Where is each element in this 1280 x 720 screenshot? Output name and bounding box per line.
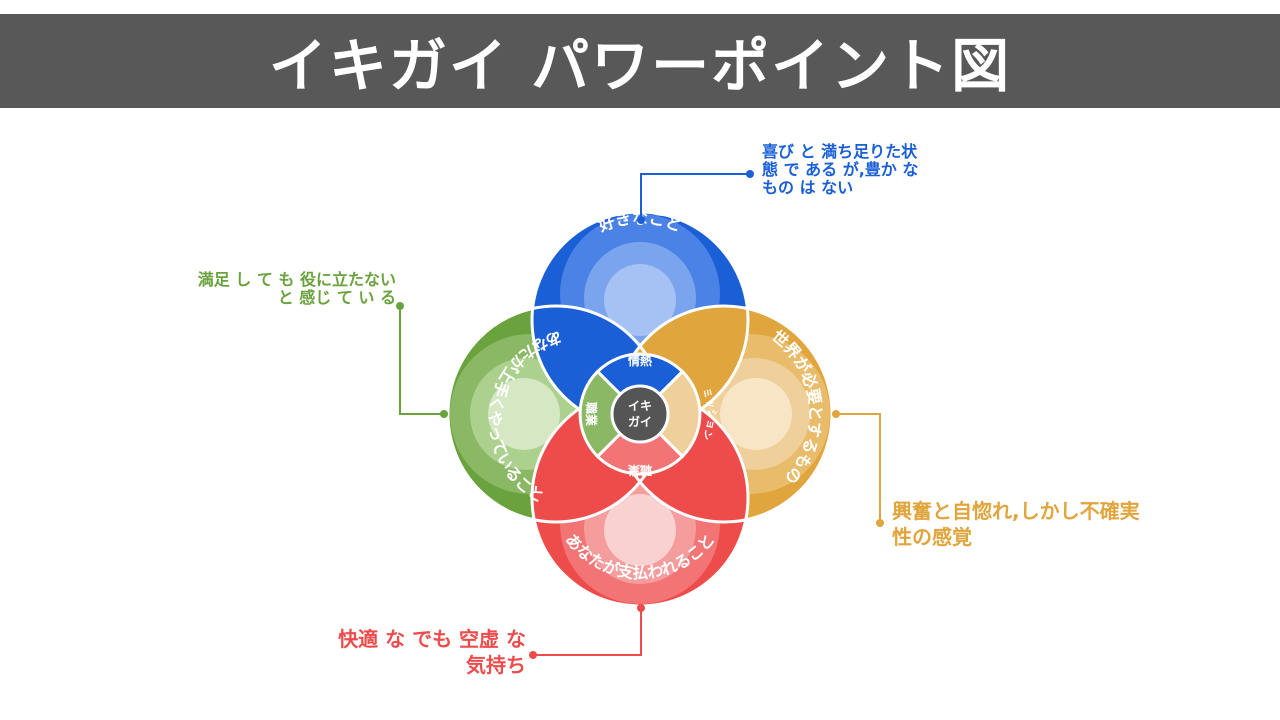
center-label-line1: イキ: [628, 399, 652, 413]
connector-left: [396, 302, 448, 418]
title-banner: イキガイ パワーポイント図: [0, 14, 1280, 108]
callout-bottom-text: 快適 な でも 空虚 な 気持ち: [338, 627, 526, 677]
callout-top-text: 喜び と 満ち足りた状態 で ある が,豊か な もの は ない: [762, 142, 919, 197]
inner-label-left: 職業: [584, 402, 599, 427]
connector-right: [832, 410, 884, 527]
inner-label-top: 情熱: [628, 353, 652, 368]
inner-ring: [578, 352, 702, 476]
center-label-line2: ガイ: [628, 414, 652, 429]
callout-right-text: 興奮と自惚れ,しかし不確実性の感覚: [892, 499, 1140, 549]
inner-label-bottom: 職業: [627, 463, 652, 478]
connector-top: [637, 170, 754, 224]
inner-label-right: ミッション: [699, 386, 717, 441]
center-circle: [610, 384, 670, 444]
callout-left-text: 満足 し て も 役に立たない と 感じ て い る: [197, 270, 396, 307]
page-title: イキガイ パワーポイント図: [268, 32, 1012, 100]
connector-bottom: [529, 604, 645, 659]
